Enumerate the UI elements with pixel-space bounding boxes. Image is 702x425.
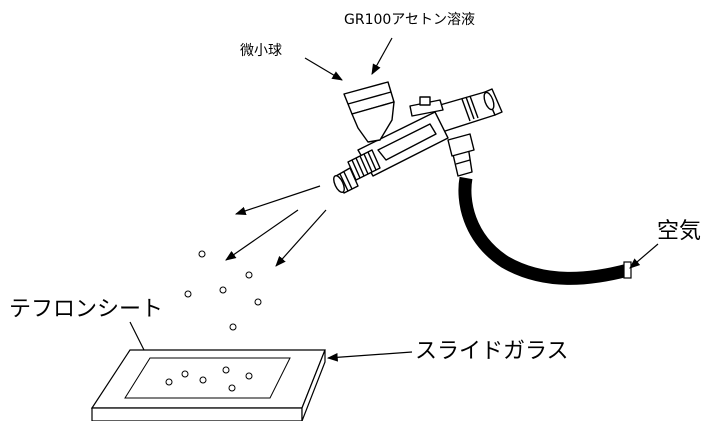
- hose-end: [623, 261, 632, 279]
- microsphere: [165, 378, 173, 386]
- spray-arrow-3: [275, 209, 327, 267]
- microsphere: [254, 298, 262, 306]
- microsphere: [199, 376, 207, 384]
- microsphere: [184, 290, 192, 298]
- microsphere: [229, 323, 237, 331]
- air-arrow: [629, 243, 659, 269]
- slide-glass-arrow: [326, 351, 413, 362]
- air-label: 空気: [657, 219, 702, 244]
- air-hose: [458, 176, 630, 285]
- spray-arrow-2: [225, 209, 299, 261]
- teflon-sheet: [124, 357, 291, 399]
- microsphere: [198, 250, 206, 258]
- microsphere-arrow: [304, 57, 343, 81]
- microsphere: [181, 370, 189, 378]
- microsphere-label: 微小球: [240, 43, 282, 59]
- slide-glass-label: スライドガラス: [415, 339, 569, 364]
- microsphere: [222, 366, 230, 374]
- microsphere: [228, 384, 236, 392]
- deposited-microspheres: [165, 366, 253, 392]
- acetone-label: GR100アセトン溶液: [344, 12, 476, 28]
- teflon-sheet-label: テフロンシート: [9, 297, 164, 322]
- falling-microspheres: [184, 250, 262, 331]
- microsphere: [245, 271, 253, 279]
- microsphere: [219, 286, 227, 294]
- spray-arrow-1: [234, 185, 321, 216]
- label-arrows: [129, 37, 659, 363]
- microsphere: [245, 372, 253, 380]
- spray-arrows: [225, 185, 327, 267]
- spray-gun: [333, 81, 503, 194]
- acetone-arrow: [371, 37, 393, 75]
